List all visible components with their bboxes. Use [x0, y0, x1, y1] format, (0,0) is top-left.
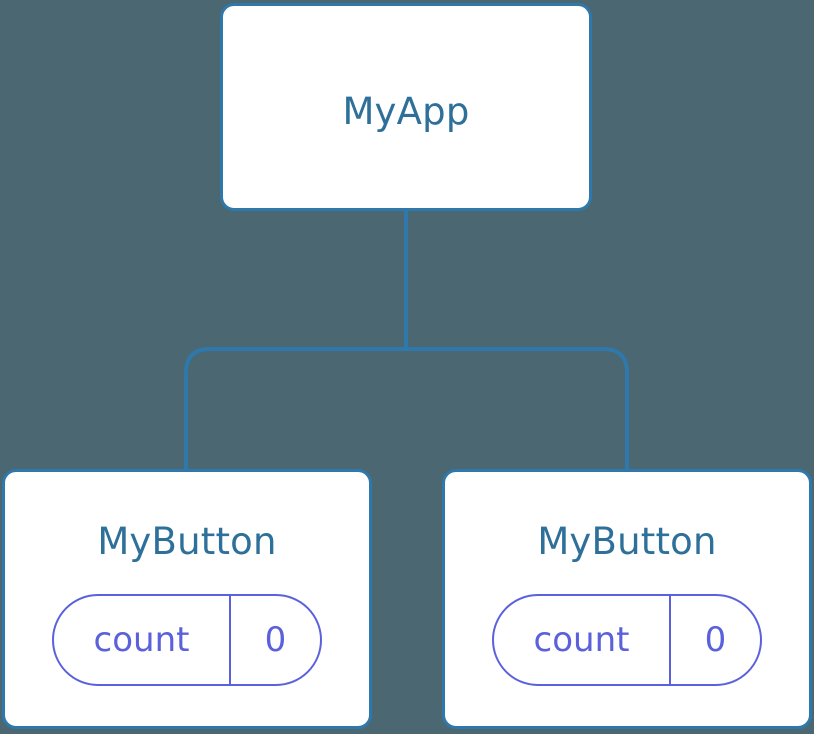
- node-myapp-title: MyApp: [342, 90, 470, 133]
- node-mybutton-right-title: MyButton: [537, 520, 717, 563]
- state-key-right: count: [533, 620, 630, 660]
- edge-root-to-child-right: [406, 347, 629, 469]
- node-myapp[interactable]: MyApp: [220, 3, 592, 211]
- state-key-left: count: [93, 620, 190, 660]
- edge-root-to-child-left: [184, 347, 406, 469]
- state-divider-left: [229, 596, 231, 684]
- state-value-left: 0: [264, 620, 287, 660]
- node-mybutton-left-title: MyButton: [97, 520, 277, 563]
- node-mybutton-right[interactable]: MyButton count 0: [442, 469, 812, 729]
- state-value-right: 0: [704, 620, 727, 660]
- state-pill-right[interactable]: count 0: [492, 594, 762, 686]
- state-pill-left[interactable]: count 0: [52, 594, 322, 686]
- node-mybutton-left[interactable]: MyButton count 0: [2, 469, 372, 729]
- state-divider-right: [669, 596, 671, 684]
